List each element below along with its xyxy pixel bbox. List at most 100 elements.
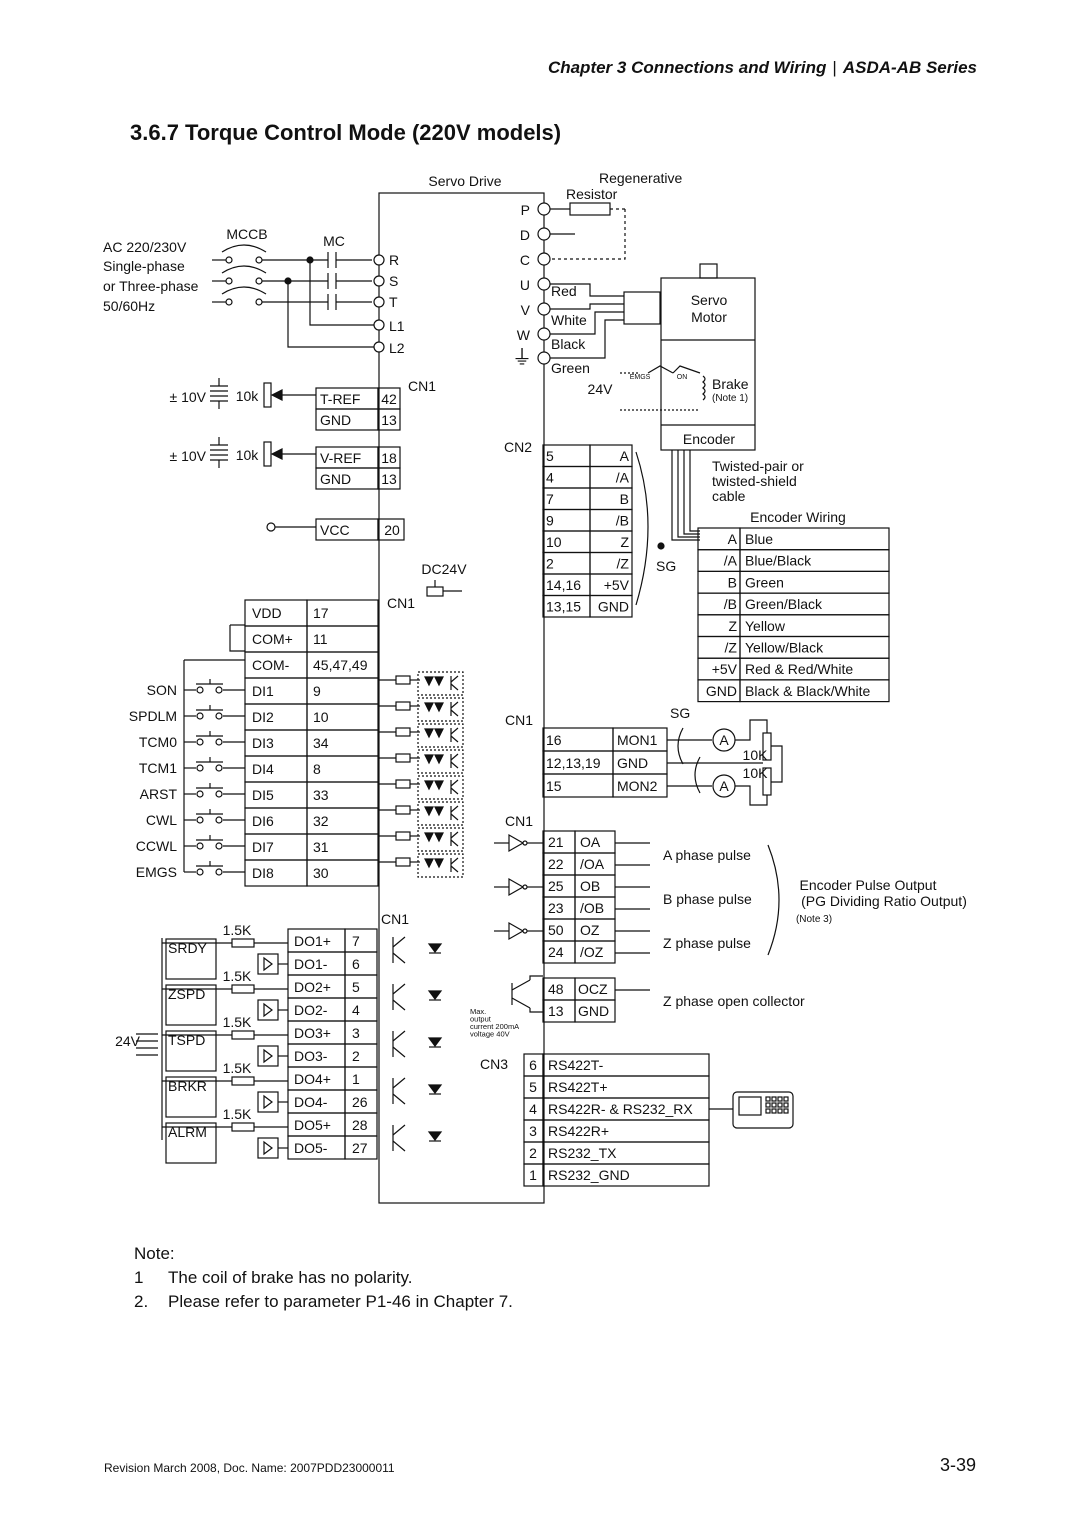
monitor-resistor-label: 10K [743, 765, 769, 781]
notes-title: Note: [134, 1244, 175, 1263]
cn3-signal-box [542, 1163, 710, 1187]
monitor-pin-number: 16 [546, 732, 562, 748]
line-driver [508, 921, 525, 941]
control-power-wire [287, 281, 374, 348]
motor-terminal [537, 351, 551, 365]
power-terminal [373, 319, 385, 331]
dc24v-label: DC24V [421, 561, 467, 577]
cn3-signal-label: RS422R+ [548, 1123, 609, 1139]
ground-icon: ⏚ [512, 347, 532, 369]
note-number: 1 [134, 1268, 144, 1287]
motor-wire [550, 319, 624, 359]
power-terminal [373, 254, 385, 266]
emgs-label: EMGS [630, 374, 651, 381]
do-led [427, 1037, 443, 1047]
breaker-arc [221, 244, 267, 253]
on-label: ON [677, 374, 688, 381]
do-resistor-label: 1.5K [223, 968, 252, 984]
cn2-signal-label: B [620, 491, 629, 507]
cn1-pin-number: 18 [381, 450, 397, 466]
encoder-color-box [739, 679, 890, 703]
di-function-label: SON [147, 682, 177, 698]
servo-motor-label: Servo [691, 292, 728, 308]
pulse-output-label: Z phase pulse [663, 935, 751, 951]
switch-contact [215, 842, 223, 850]
cn3-label: CN3 [480, 1056, 508, 1072]
cn1-pin-box [377, 408, 401, 431]
di-pin-number: 33 [313, 787, 329, 803]
input-resistor [395, 753, 411, 763]
pulse-pin-number: 25 [548, 878, 564, 894]
do-opto [392, 936, 406, 948]
chapter-title: Chapter 3 Connections and Wiring [547, 58, 827, 77]
opto-led [434, 676, 444, 687]
breaker-arc [221, 265, 267, 274]
encoder-signal-label: /A [724, 553, 738, 569]
do-function-label: ALRM [168, 1124, 207, 1140]
di-pin-number: 11 [313, 631, 328, 647]
di-signal-label: DI4 [252, 761, 274, 777]
power-terminal-label: L1 [389, 318, 405, 334]
relay-coil [257, 1137, 279, 1159]
motor-terminal [537, 252, 551, 266]
pot-arrow [270, 389, 283, 401]
cn1-pin-number: 42 [381, 391, 397, 407]
do-opto [392, 1140, 406, 1152]
monitor-wire [771, 745, 783, 783]
servo-drive-outline [378, 192, 545, 1204]
cn3-signal-label: RS422R- & RS232_RX [548, 1101, 693, 1117]
switch-contact [196, 868, 204, 876]
on-switch [672, 365, 701, 374]
di-function-label: TCM0 [139, 734, 177, 750]
footer-revision: Revision March 2008, Doc. Name: 2007PDD2… [104, 1461, 395, 1475]
vcc-pin: 20 [384, 522, 400, 538]
do-pin-number: 6 [352, 956, 360, 972]
motor-terminal [537, 202, 551, 216]
power-terminal-label: R [389, 252, 399, 268]
input-resistor [395, 857, 411, 867]
switch-contact [196, 842, 204, 850]
pc-screen [738, 1096, 762, 1116]
ammeter [712, 728, 736, 752]
pulse-group-note: (Note 3) [796, 914, 832, 925]
pc-key [765, 1096, 771, 1102]
sg-label: SG [656, 558, 676, 574]
cn2-pin-number: 2 [546, 556, 554, 572]
opto-transistor [450, 839, 459, 847]
encoder-color-label: Yellow/Black [745, 640, 824, 656]
switch-contact [215, 868, 223, 876]
note-text: Please refer to parameter P1-46 in Chapt… [168, 1292, 513, 1311]
cn2-signal-label: GND [598, 599, 629, 615]
potentiometer [263, 441, 272, 467]
monitor-signal-label: MON1 [617, 732, 658, 748]
note-number: 2. [134, 1292, 149, 1311]
di-pin-number: 32 [313, 813, 329, 829]
cn1-signal-label: V-REF [320, 450, 361, 466]
cn3-signal-label: RS422T+ [548, 1079, 608, 1095]
regen-resistor-label: Resistor [566, 186, 618, 202]
monitor-pin-number: 15 [546, 778, 562, 794]
cn1-label: CN1 [381, 911, 409, 927]
do-resistor [231, 984, 255, 994]
do-pin-box [344, 974, 378, 999]
cn1-pin-number: 13 [381, 471, 397, 487]
monitor-wire [735, 785, 768, 806]
do-led [427, 943, 443, 953]
motor-terminal-label: D [520, 227, 530, 243]
power-supply-label: 50/60Hz [103, 298, 155, 314]
do-resistor-label: 1.5K [223, 1014, 252, 1030]
opto-led [424, 754, 434, 765]
do-resistor [231, 1030, 255, 1040]
di-signal-label: DI2 [252, 709, 274, 725]
di-pin-number: 17 [313, 605, 329, 621]
opto-led [424, 832, 434, 843]
do-function-label: ZSPD [168, 986, 205, 1002]
mccb-label: MCCB [226, 226, 267, 242]
pulse-signal-label: /OB [580, 900, 604, 916]
opto-led [424, 858, 434, 869]
sg-label: SG [670, 705, 690, 721]
pc-key [765, 1108, 771, 1114]
cn2-signal-label: /B [616, 513, 629, 529]
opto-led [424, 806, 434, 817]
encoder-signal-label: +5V [712, 661, 738, 677]
